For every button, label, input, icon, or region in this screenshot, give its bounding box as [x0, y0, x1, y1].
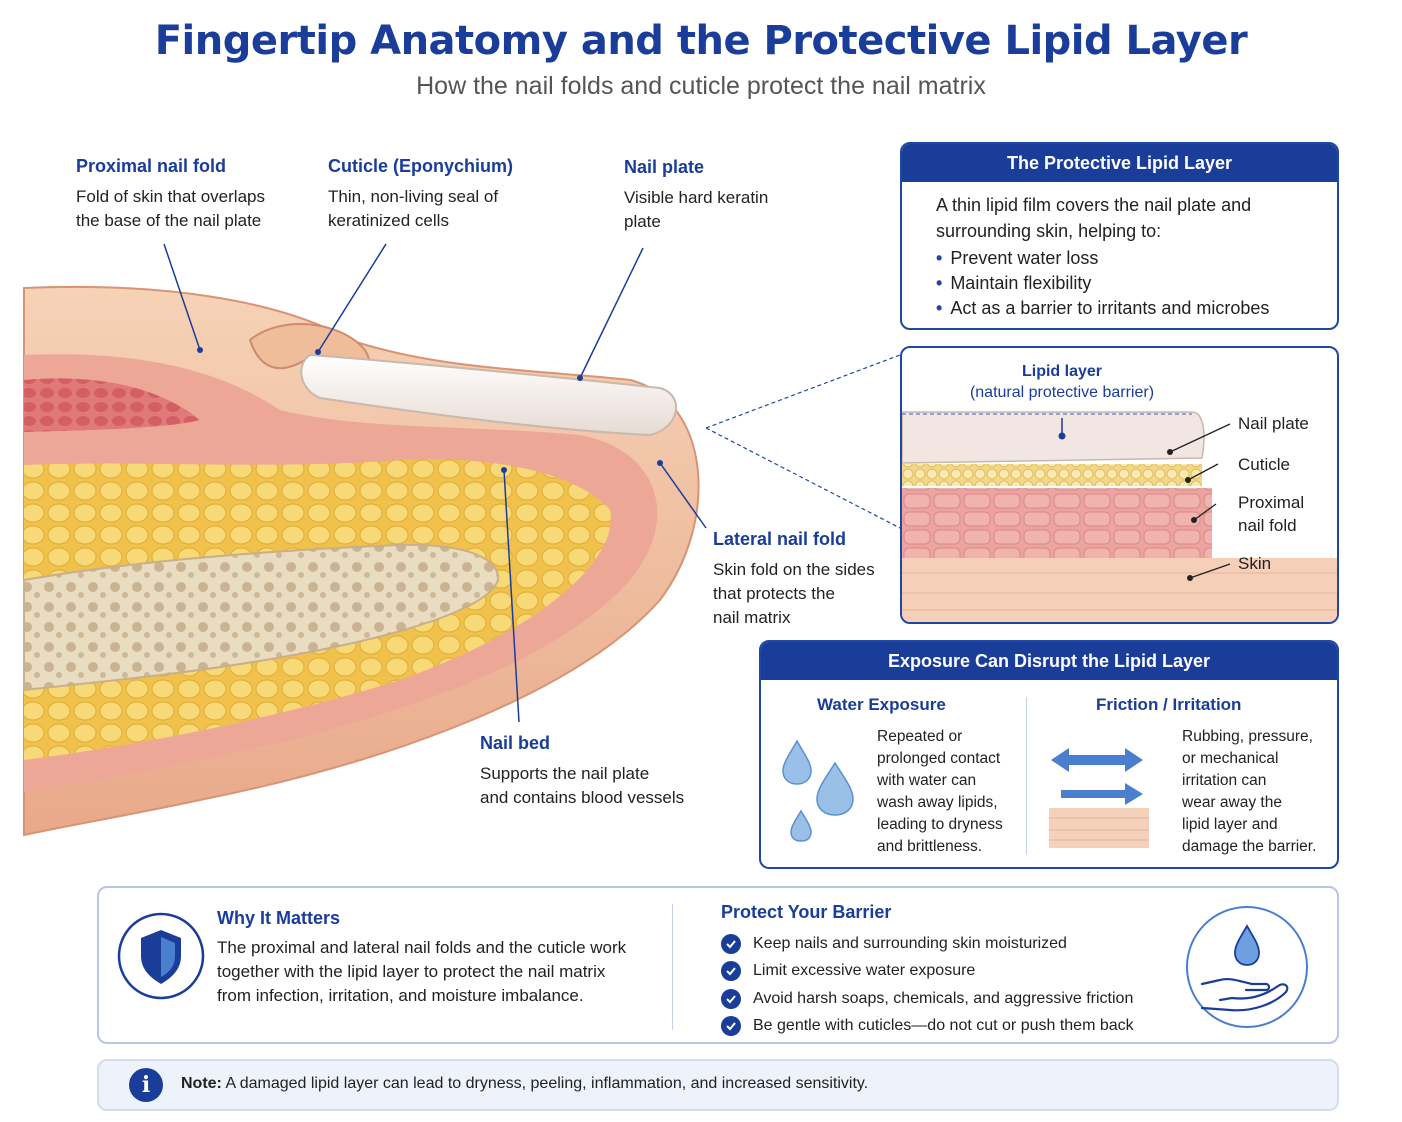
column-divider	[672, 904, 673, 1030]
check-icon	[721, 1016, 741, 1037]
info-icon: i	[129, 1068, 163, 1102]
check-icon	[721, 988, 741, 1009]
friction-text: Rubbing, pressure, or mechanical irritat…	[1182, 726, 1316, 858]
text-line: prolonged contact	[877, 750, 1001, 767]
friction-heading: Friction / Irritation	[1096, 695, 1242, 714]
label-nail-plate: Nail plate	[1238, 414, 1309, 433]
callout-text-line: nail matrix	[713, 608, 791, 627]
check-icon	[721, 961, 741, 982]
exposure-header: Exposure Can Disrupt the Lipid Layer	[761, 642, 1337, 680]
label-skin: Skin	[1238, 554, 1272, 573]
callout-text-line: Supports the nail plate	[480, 764, 650, 783]
why-it-matters-box: Why It Matters The proximal and lateral …	[97, 886, 1339, 1044]
label-proximal-line1: Proximal	[1238, 493, 1305, 512]
list-item: Prevent water loss	[936, 246, 1269, 271]
callout-text-line: Visible hard keratin	[624, 188, 769, 207]
callout-text-line: that protects the	[713, 584, 835, 603]
callout-cuticle: Cuticle (Eponychium) Thin, non-living se…	[328, 156, 513, 233]
callout-heading: Lateral nail fold	[713, 529, 847, 549]
intro-line: A thin lipid film covers the nail plate …	[936, 195, 1252, 215]
water-exposure-text: Repeated or prolonged contact with water…	[877, 726, 1003, 858]
check-icon	[721, 933, 741, 954]
checklist-text: Keep nails and surrounding skin moisturi…	[753, 934, 1067, 952]
callout-heading: Cuticle (Eponychium)	[328, 156, 514, 176]
callout-text-line: plate	[624, 212, 661, 231]
callout-text-line: and contains blood vessels	[480, 788, 685, 807]
text-line: Rubbing, pressure,	[1182, 728, 1313, 745]
text-line: lipid layer and	[1182, 816, 1278, 833]
hand-drop-icon	[1186, 906, 1308, 1028]
protect-heading: Protect Your Barrier	[721, 902, 892, 922]
text-line: wash away lipids,	[877, 794, 998, 811]
callout-lateral-nail-fold: Lateral nail fold Skin fold on the sides…	[713, 529, 875, 630]
column-divider	[1026, 697, 1027, 855]
text-line: damage the barrier.	[1182, 838, 1317, 855]
callout-text-line: keratinized cells	[328, 211, 449, 230]
magnified-layers-illustration	[902, 411, 1337, 622]
checklist-text: Limit excessive water exposure	[753, 962, 976, 980]
list-item: Avoid harsh soaps, chemicals, and aggres…	[721, 985, 1134, 1013]
text-line: or mechanical	[1182, 750, 1279, 767]
list-item: Maintain flexibility	[936, 271, 1269, 296]
note-label: Note:	[181, 1075, 222, 1092]
label-proximal-line2: nail fold	[1238, 516, 1297, 535]
lipid-box-header: The Protective Lipid Layer	[902, 144, 1337, 182]
lipid-benefit-list: Prevent water loss Maintain flexibility …	[936, 246, 1269, 321]
note-body: A damaged lipid layer can lead to drynes…	[221, 1075, 869, 1092]
callout-heading: Nail plate	[624, 157, 705, 177]
shield-icon	[117, 912, 205, 1000]
text-line: with water can	[877, 772, 977, 789]
callout-text-line: Fold of skin that overlaps	[76, 187, 265, 206]
protect-checklist: Keep nails and surrounding skin moisturi…	[721, 930, 1134, 1040]
callout-text-line: Skin fold on the sides	[713, 560, 875, 579]
detail-title: Lipid layer	[1021, 363, 1103, 380]
lipid-layer-info-box: The Protective Lipid Layer A thin lipid …	[900, 142, 1339, 330]
text-line: from infection, irritation, and moisture…	[217, 986, 584, 1005]
note-box: i Note: A damaged lipid layer can lead t…	[97, 1059, 1339, 1111]
page-title: Fingertip Anatomy and the Protective Lip…	[154, 18, 1248, 64]
page-subtitle: How the nail folds and cuticle protect t…	[416, 72, 986, 100]
exposure-box: Exposure Can Disrupt the Lipid Layer Wat…	[759, 640, 1339, 869]
callout-proximal-nail-fold: Proximal nail fold Fold of skin that ove…	[76, 156, 265, 233]
text-line: and brittleness.	[877, 838, 983, 855]
fingertip-cross-section-illustration	[23, 285, 700, 837]
water-exposure-heading: Water Exposure	[817, 695, 946, 714]
double-arrow-icon	[1049, 748, 1149, 848]
text-line: wear away the	[1182, 794, 1282, 811]
checklist-text: Be gentle with cuticles—do not cut or pu…	[753, 1017, 1134, 1035]
callout-heading: Proximal nail fold	[76, 156, 227, 176]
callout-text-line: Thin, non-living seal of	[328, 187, 499, 206]
callout-nail-plate: Nail plate Visible hard keratin plate	[624, 157, 768, 234]
why-heading: Why It Matters	[217, 908, 341, 928]
callout-heading: Nail bed	[480, 733, 551, 753]
checklist-text: Avoid harsh soaps, chemicals, and aggres…	[753, 989, 1134, 1007]
lipid-layer-detail-box: Lipid layer (natural protective barrier)…	[900, 346, 1339, 624]
detail-subtitle: (natural protective barrier)	[969, 384, 1155, 401]
text-line: together with the lipid layer to protect…	[217, 962, 606, 981]
list-item: Limit excessive water exposure	[721, 958, 1134, 986]
list-item: Keep nails and surrounding skin moisturi…	[721, 930, 1134, 958]
list-item: Act as a barrier to irritants and microb…	[936, 296, 1269, 321]
water-drop-icon	[782, 739, 854, 842]
lipid-box-intro: A thin lipid film covers the nail plate …	[936, 192, 1316, 244]
callout-nail-bed: Nail bed Supports the nail plate and con…	[480, 733, 684, 810]
text-line: irritation can	[1182, 772, 1267, 789]
label-cuticle: Cuticle	[1238, 455, 1290, 474]
intro-line: surrounding skin, helping to:	[936, 221, 1162, 241]
why-body: The proximal and lateral nail folds and …	[217, 936, 647, 1008]
note-text: Note: A damaged lipid layer can lead to …	[181, 1075, 868, 1093]
list-item: Be gentle with cuticles—do not cut or pu…	[721, 1013, 1134, 1041]
text-line: Repeated or	[877, 728, 963, 745]
text-line: The proximal and lateral nail folds and …	[217, 938, 627, 957]
callout-text-line: the base of the nail plate	[76, 211, 262, 230]
text-line: leading to dryness	[877, 816, 1003, 833]
